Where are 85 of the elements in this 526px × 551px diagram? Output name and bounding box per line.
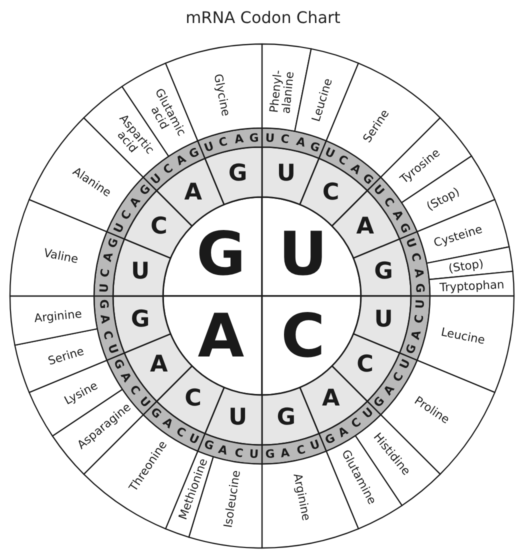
third-base-letter: U	[264, 131, 275, 144]
third-base-letter: G	[187, 145, 202, 160]
second-base-letter: A	[150, 352, 168, 378]
third-base-letter: U	[105, 342, 120, 356]
amino-acid-label: Serine	[46, 344, 86, 367]
third-base-letter: C	[160, 161, 175, 176]
third-base-letter: C	[127, 383, 142, 398]
third-base-letter: G	[105, 236, 120, 250]
amino-acid-label: Leucine	[440, 326, 486, 346]
amino-acid-label: Phenyl- alanine	[268, 70, 297, 114]
third-base-letter: A	[408, 328, 423, 340]
third-base-letter: G	[308, 139, 322, 154]
third-base-letter: G	[404, 342, 419, 356]
third-base-letter: U	[308, 438, 322, 453]
third-base-letter: A	[280, 446, 291, 460]
third-base-letter: C	[294, 442, 306, 457]
second-base-letter: U	[131, 259, 150, 284]
second-base-letter: C	[356, 352, 374, 378]
amino-acid-label: (Stop)	[447, 257, 484, 274]
third-base-letter: U	[398, 356, 413, 371]
first-base-letter: G	[196, 222, 246, 288]
second-base-letter: C	[150, 214, 168, 240]
third-base-letter: C	[390, 370, 406, 384]
third-base-letter: G	[202, 438, 216, 453]
third-base-letter: G	[111, 356, 126, 371]
amino-acid-segment	[8, 294, 99, 347]
third-base-letter: A	[98, 314, 112, 325]
third-base-letter: A	[174, 152, 188, 168]
third-base-letter: U	[249, 448, 260, 461]
amino-acid-label: Glycine	[212, 72, 232, 118]
third-base-letter: U	[404, 236, 419, 250]
third-base-letter: C	[349, 416, 364, 431]
third-base-letter: A	[101, 252, 116, 264]
amino-acid-label: Isoleucine	[222, 469, 242, 528]
third-base-letter: A	[294, 135, 306, 150]
second-base-letter: U	[276, 162, 296, 187]
third-base-letter: U	[414, 298, 427, 309]
amino-acid-label: Tryptophan	[439, 278, 504, 294]
amino-acid-label: Arginine	[34, 308, 82, 325]
third-base-letter: C	[101, 328, 116, 340]
amino-acid-label: Valine	[42, 246, 80, 266]
second-base-letter: G	[276, 405, 296, 430]
third-base-letter: C	[218, 135, 230, 150]
third-base-letter: C	[280, 132, 290, 146]
amino-acid-label: Arginine	[291, 472, 313, 522]
third-base-letter: G	[414, 283, 427, 294]
third-base-letter: G	[264, 448, 275, 461]
third-base-letter: G	[322, 432, 337, 447]
third-base-letter: G	[249, 131, 260, 144]
first-base-letter: C	[280, 304, 326, 370]
third-base-letter: A	[390, 208, 406, 222]
third-base-letter: U	[111, 221, 126, 236]
second-base-letter: U	[374, 308, 393, 333]
third-base-letter: C	[98, 268, 112, 278]
third-base-letter: C	[412, 314, 426, 324]
third-base-letter: C	[382, 194, 397, 209]
third-base-letter: C	[174, 424, 188, 440]
second-base-letter: A	[356, 214, 374, 240]
second-base-letter: G	[374, 259, 394, 284]
first-base-letter: A	[198, 304, 244, 370]
third-base-letter: C	[408, 252, 423, 264]
second-base-letter: G	[228, 162, 248, 187]
chart-title: mRNA Codon Chart	[184, 8, 342, 27]
third-base-letter: U	[202, 139, 216, 154]
second-base-letter: U	[228, 405, 248, 430]
second-base-letter: A	[184, 180, 202, 206]
second-base-letter: C	[322, 180, 340, 206]
second-base-letter: A	[322, 386, 340, 412]
third-base-letter: A	[336, 424, 350, 440]
second-base-letter: G	[130, 308, 150, 333]
third-base-letter: U	[322, 145, 337, 160]
second-base-letter: C	[184, 386, 202, 412]
third-base-letter: U	[97, 283, 110, 294]
third-base-letter: C	[118, 208, 134, 222]
third-base-letter: C	[336, 152, 350, 168]
third-base-letter: G	[97, 298, 110, 309]
first-base-letter: U	[278, 222, 328, 288]
third-base-letter: A	[412, 267, 426, 278]
third-base-letter: G	[398, 221, 413, 236]
third-base-letter: U	[187, 432, 202, 447]
amino-acid-label: Cysteine	[432, 223, 484, 250]
third-base-letter: A	[233, 132, 244, 146]
third-base-letter: A	[118, 370, 134, 384]
third-base-letter: A	[218, 442, 230, 457]
third-base-letter: C	[234, 446, 244, 460]
